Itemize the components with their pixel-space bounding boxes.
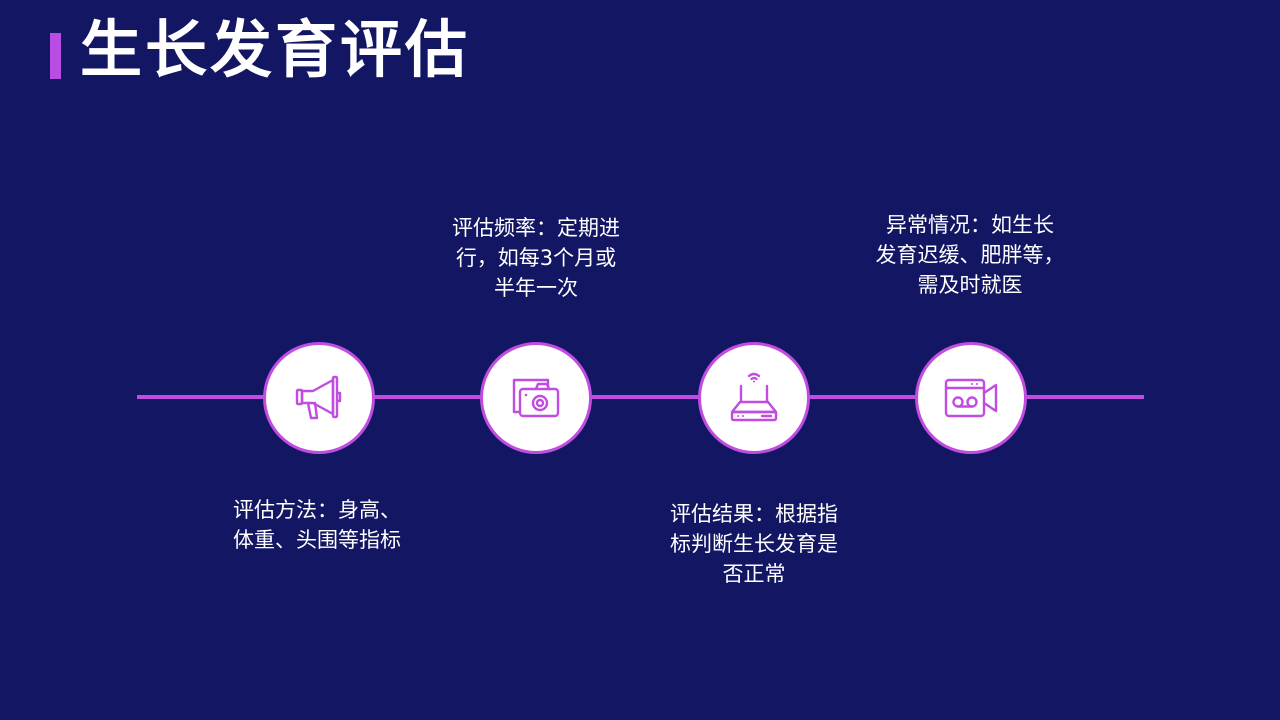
timeline-node-2 [480,342,592,454]
timeline-line [137,395,1144,399]
step-4-text: 异常情况：如生长 发育迟缓、肥胖等， 需及时就医 [875,213,1065,297]
step-1-text: 评估方法：身高、 体重、头围等指标 [233,498,401,552]
timeline-node-1 [263,342,375,454]
timeline-node-4 [915,342,1027,454]
step-3-text: 评估结果：根据指 标判断生长发育是 否正常 [670,502,838,586]
step-2-text: 评估频率：定期进 行，如每3个月或 半年一次 [452,216,620,300]
timeline-node-3 [698,342,810,454]
router-icon [730,372,778,422]
video-camera-icon [944,378,998,418]
megaphone-icon [295,375,342,420]
camera-icon [512,378,560,418]
page-title: 生长发育评估 [80,13,471,86]
title-accent-bar [50,33,61,79]
